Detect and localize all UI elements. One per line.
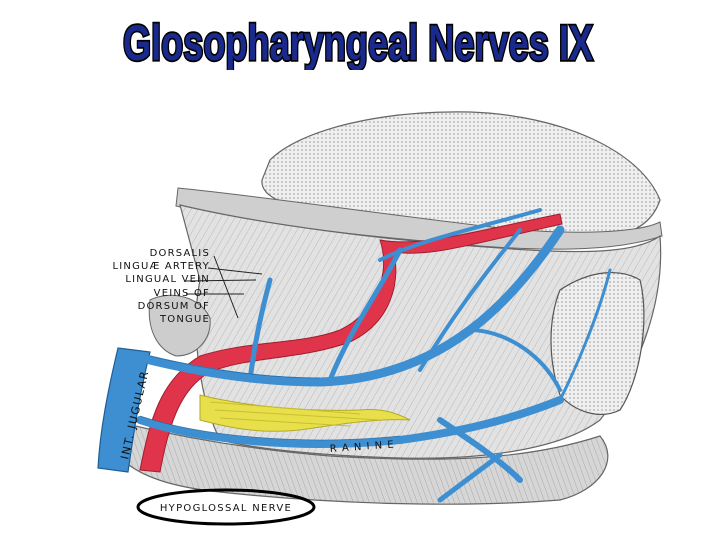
page-title: Glosopharyngeal Nerves IX: [123, 15, 593, 70]
label-lingual-vein: LINGUAL VEIN: [125, 274, 210, 285]
label-tongue: TONGUE: [159, 314, 210, 325]
lingual-vein-network: [136, 208, 612, 503]
hyoid-region: [148, 294, 211, 357]
int-jugular-vein: [97, 347, 151, 473]
label-ranine: R A N I N E: [329, 439, 395, 455]
label-group-left: DORSALIS LINGUÆ ARTERY LINGUAL VEIN VEIN…: [80, 248, 210, 332]
mandible-bone: [550, 271, 645, 415]
label-leader-lines: [185, 255, 263, 319]
title-banner: Glosopharyngeal Nerves IX: [0, 8, 720, 70]
label-veins-of: VEINS OF: [153, 288, 210, 299]
label-linguae-artery: LINGUÆ ARTERY: [112, 261, 210, 272]
label-dorsum-of: DORSUM OF: [137, 301, 210, 312]
hypoglossal-highlight-ellipse: [136, 488, 316, 526]
floor-of-mouth: [109, 419, 609, 505]
label-hypoglossal-nerve: HYPOGLOSSAL NERVE: [160, 503, 292, 514]
label-dorsalis: DORSALIS: [149, 248, 210, 259]
